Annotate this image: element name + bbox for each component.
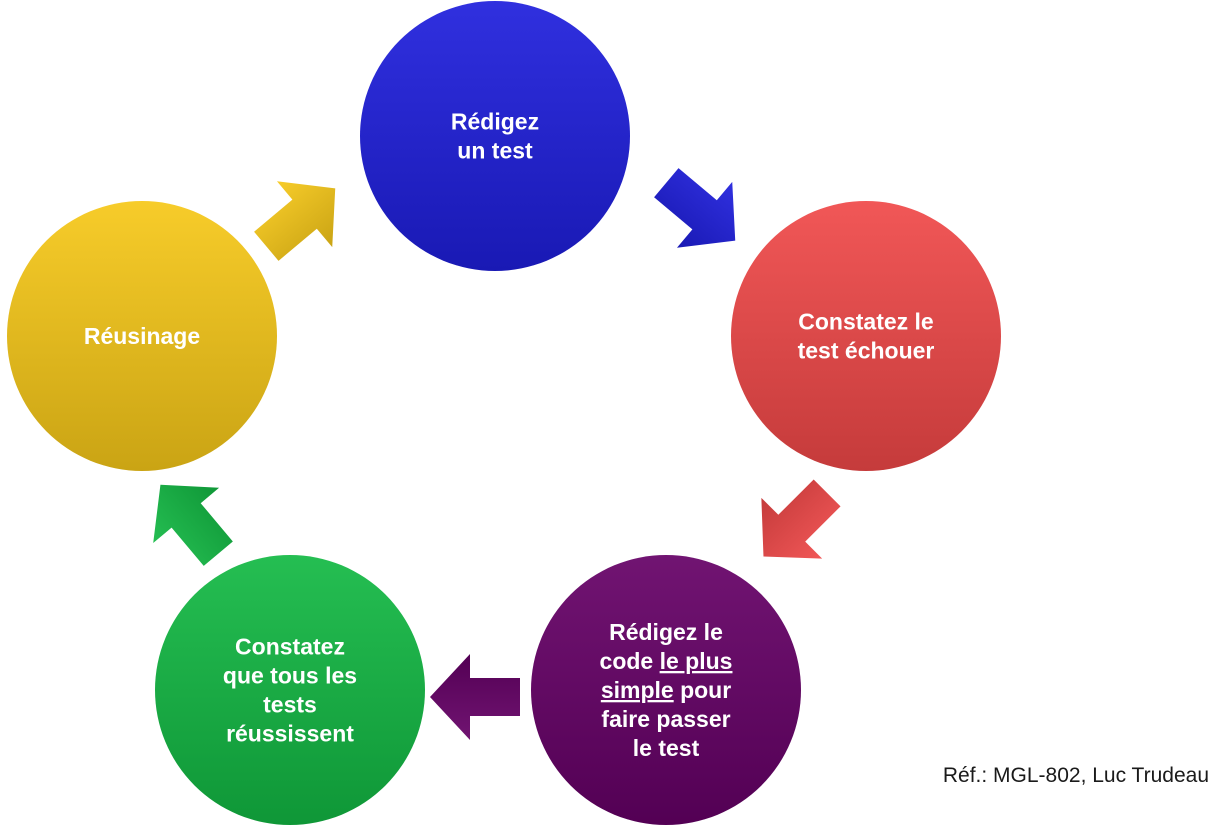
arrow-icon [654, 168, 736, 248]
step-label-line: un test [457, 138, 533, 164]
step-circle [7, 201, 277, 471]
label-text: que tous les [223, 663, 357, 689]
label-text: réussissent [226, 721, 354, 747]
step-label-line: test échouer [798, 338, 935, 364]
step-circle [155, 555, 425, 825]
reference-caption: Réf.: MGL-802, Luc Trudeau [942, 764, 1209, 787]
label-text: le test [633, 735, 700, 761]
step-label-line: Rédigez [451, 109, 539, 135]
step-label-line: Rédigez le [609, 619, 723, 645]
step-circle [360, 1, 630, 271]
step-label-line: le test [633, 735, 700, 761]
step-label: Rédigez le code le plus simple pour faire p… [600, 619, 733, 761]
arrows-layer [153, 168, 841, 740]
step-circle [731, 201, 1001, 471]
arrow-icon [254, 181, 336, 261]
underlined-text: le plus [660, 648, 733, 674]
label-text: pour [674, 677, 732, 703]
label-text: Constatez [235, 634, 345, 660]
step-refactor: Réusinage [7, 201, 277, 471]
step-label-line: code le plus [600, 648, 733, 674]
step-label: Réusinage [84, 323, 200, 349]
step-label-line: faire passer [601, 706, 730, 732]
arrow-icon [761, 479, 841, 559]
step-see-all-tests-pass: Constatez que tous les tests réussissent [155, 555, 425, 825]
step-label: Constatez que tous les tests réussissent [223, 634, 357, 747]
step-write-simplest-code: Rédigez le code le plus simple pour faire p… [531, 555, 801, 825]
step-label: Constatez le test échouer [798, 309, 935, 364]
step-label-line: Constatez [235, 634, 345, 660]
step-label-line: simple pour [601, 677, 731, 703]
arrow-icon [153, 484, 233, 566]
step-label-line: Constatez le [798, 309, 933, 335]
label-text: Réusinage [84, 323, 200, 349]
step-label-line: réussissent [226, 721, 354, 747]
step-label-line: que tous les [223, 663, 357, 689]
step-label-line: tests [263, 692, 317, 718]
label-text: code [600, 648, 660, 674]
step-circle [531, 555, 801, 825]
label-text: Rédigez [451, 109, 539, 135]
arrow-icon [430, 654, 520, 740]
label-text: Constatez le [798, 309, 933, 335]
underlined-text: simple [601, 677, 674, 703]
step-label: Rédigez un test [451, 109, 539, 164]
label-text: test échouer [798, 338, 935, 364]
label-text: tests [263, 692, 317, 718]
step-write-test: Rédigez un test [360, 1, 630, 271]
label-text: faire passer [601, 706, 730, 732]
step-label-line: Réusinage [84, 323, 200, 349]
step-see-test-fail: Constatez le test échouer [731, 201, 1001, 471]
label-text: Rédigez le [609, 619, 723, 645]
label-text: un test [457, 138, 533, 164]
